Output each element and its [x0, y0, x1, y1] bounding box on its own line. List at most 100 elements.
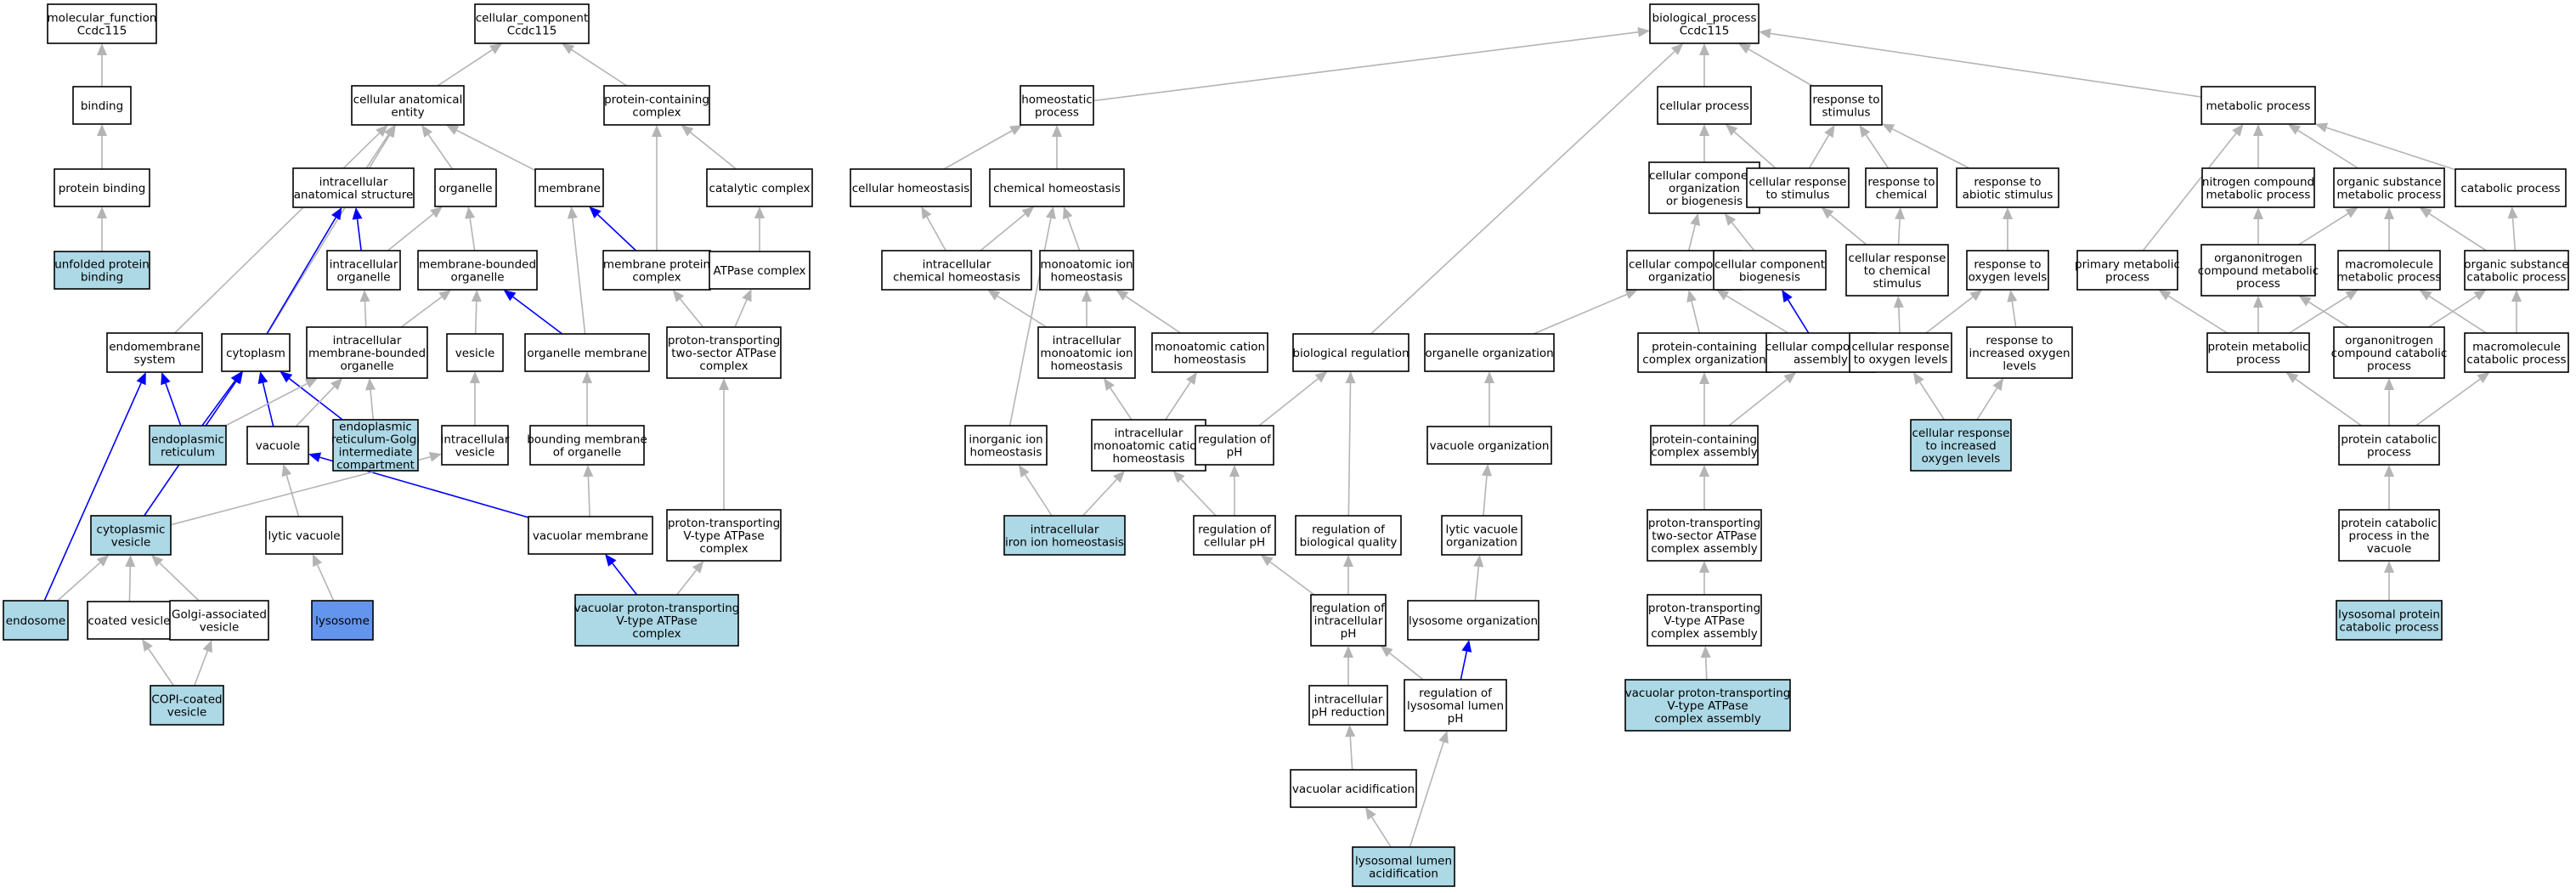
node-cellproc[interactable]: cellular process [1657, 86, 1752, 125]
node-metab[interactable]: metabolic process [2200, 86, 2316, 125]
arrowhead [96, 555, 110, 567]
node-catcomplex[interactable]: catalytic complex [706, 168, 813, 207]
node-vacorg[interactable]: vacuole organization [1426, 426, 1552, 465]
node-vesicle[interactable]: vesicle [446, 333, 504, 372]
node-label-line: process [2236, 277, 2280, 291]
edge-line [387, 213, 434, 252]
node-endosome[interactable]: endosome [3, 600, 69, 641]
node-lytvac[interactable]: lytic vacuole [265, 516, 343, 555]
node-organelle[interactable]: organelle [434, 168, 497, 207]
node-cytoplasm[interactable]: cytoplasm [221, 333, 291, 372]
node-cellhomeo[interactable]: cellular homeostasis [850, 168, 972, 207]
node-lysorg[interactable]: lysosome organization [1407, 600, 1539, 641]
node-catab[interactable]: catabolic process [2455, 168, 2567, 207]
node-orgorg[interactable]: organelle organization [1424, 333, 1555, 372]
node-protbind[interactable]: protein binding [54, 168, 150, 207]
node-label-line: reticulum-Golgi [331, 433, 420, 447]
node-lysosome[interactable]: lysosome [311, 600, 374, 641]
node-atpcx[interactable]: ATPase complex [709, 251, 811, 290]
node-bioreg[interactable]: biological regulation [1292, 333, 1409, 372]
node-chemhomeo[interactable]: chemical homeostasis [989, 168, 1125, 207]
node-box [54, 168, 150, 207]
edge-orgmem-to-membrane [567, 206, 586, 335]
node-ergic[interactable]: endoplasmicreticulum-Golgiintermediateco… [331, 419, 420, 472]
node-label-line: monoatomic cation [1093, 439, 1204, 453]
node-orgmem[interactable]: organelle membrane [524, 333, 650, 372]
node-membrane[interactable]: membrane [534, 168, 604, 207]
node-binding[interactable]: binding [72, 86, 132, 125]
node-coatves[interactable]: coated vesicle [87, 601, 172, 640]
node-label-line: catabolic process [2339, 621, 2438, 635]
edge-ptvasm-to-pt2asm [1699, 561, 1709, 595]
node-vacacid[interactable]: vacuolar acidification [1290, 769, 1417, 808]
node-vacuole[interactable]: vacuole [246, 426, 309, 465]
node-vacmem[interactable]: vacuolar membrane [528, 516, 653, 555]
